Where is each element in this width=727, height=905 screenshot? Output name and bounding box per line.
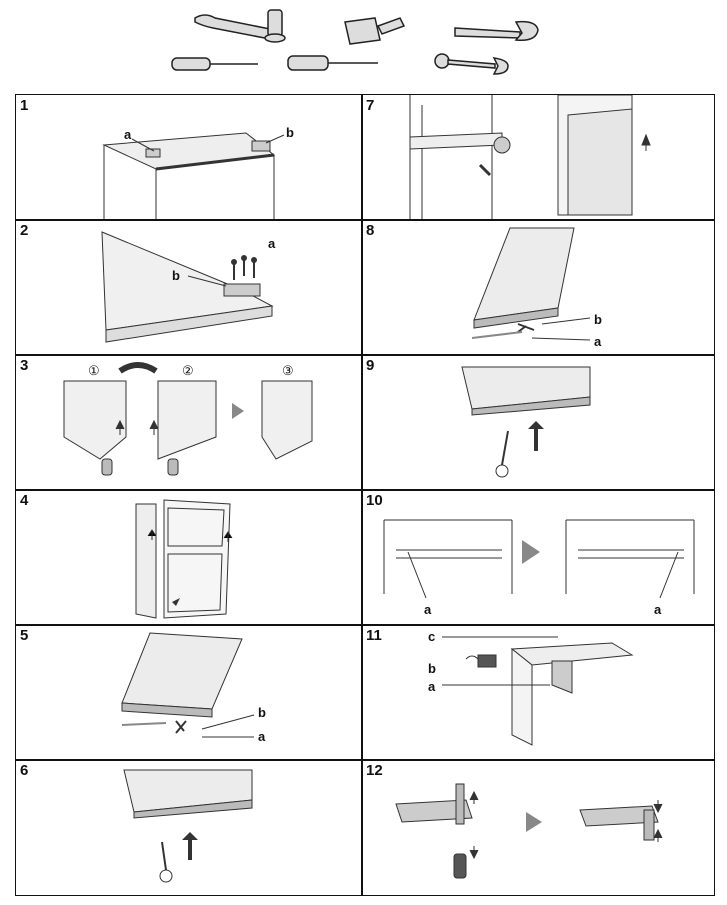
cabinet-frame-illustration (383, 519, 695, 599)
step-number: 11 (366, 627, 382, 644)
step-10-panel: 10 a a (362, 490, 715, 624)
step-number: 6 (20, 762, 29, 779)
step-12-panel: 12 (362, 760, 715, 897)
step-7-panel: 7 (362, 95, 715, 219)
door-bottom-illustration (461, 366, 591, 478)
step-number: 3 (20, 357, 29, 374)
socket-wrench-icon (194, 9, 286, 43)
label-a: a (258, 729, 266, 744)
step-number: 2 (20, 222, 29, 239)
fridge-top-illustration (102, 132, 285, 219)
step-2-panel: 2 a b (16, 220, 361, 354)
step-number: 10 (366, 492, 383, 509)
step-number: 12 (366, 762, 383, 779)
label-b: b (286, 125, 294, 140)
step-11-panel: 11 c b a (362, 625, 715, 759)
label-a: a (594, 334, 602, 349)
step-number: 1 (20, 97, 29, 114)
circle-3-label: ③ (282, 363, 294, 378)
label-a: a (268, 236, 276, 251)
instruction-grid: 1 a b 7 2 a b (15, 94, 715, 896)
hinge-mount-illustration (442, 636, 634, 746)
spanner-icon (434, 53, 509, 75)
door-bottom-illustration (123, 769, 253, 883)
hinge-screws-illustration (101, 231, 274, 343)
step-8-panel: 8 b a (362, 220, 715, 354)
hinge-swap-illustration (63, 362, 313, 476)
tools-row (0, 0, 727, 88)
step-number: 9 (366, 357, 375, 374)
door-illustration (471, 227, 591, 341)
label-a: a (124, 127, 132, 142)
step-9-panel: 9 (362, 355, 715, 489)
putty-knife-icon (344, 17, 406, 45)
fridge-open-illustration (135, 499, 233, 619)
step-5-panel: 5 b a (16, 625, 361, 759)
circle-2-label: ② (182, 363, 194, 378)
label-b: b (594, 312, 602, 327)
screwdriver-icon (287, 55, 378, 71)
step-3-panel: 3 ① ② ③ (16, 355, 361, 489)
label-a: a (654, 602, 662, 617)
label-c: c (428, 629, 436, 644)
step-number: 7 (366, 97, 375, 114)
screwdriver-icon (171, 57, 258, 71)
hinge-pin-swap-illustration (395, 783, 663, 879)
step-1-panel: 1 a b (16, 95, 361, 219)
step-number: 4 (20, 492, 29, 509)
step-number: 8 (366, 222, 375, 239)
step-number: 5 (20, 627, 29, 644)
label-a: a (428, 679, 436, 694)
door-panel-illustration (121, 632, 255, 738)
step-4-panel: 4 (16, 490, 361, 624)
label-b: b (172, 268, 180, 283)
label-b: b (258, 705, 266, 720)
step-6-panel: 6 (16, 760, 361, 897)
label-b: b (428, 661, 436, 676)
adjustable-wrench-icon (454, 20, 539, 42)
circle-1-label: ① (88, 363, 100, 378)
door-removal-illustration (409, 95, 651, 219)
label-a: a (424, 602, 432, 617)
